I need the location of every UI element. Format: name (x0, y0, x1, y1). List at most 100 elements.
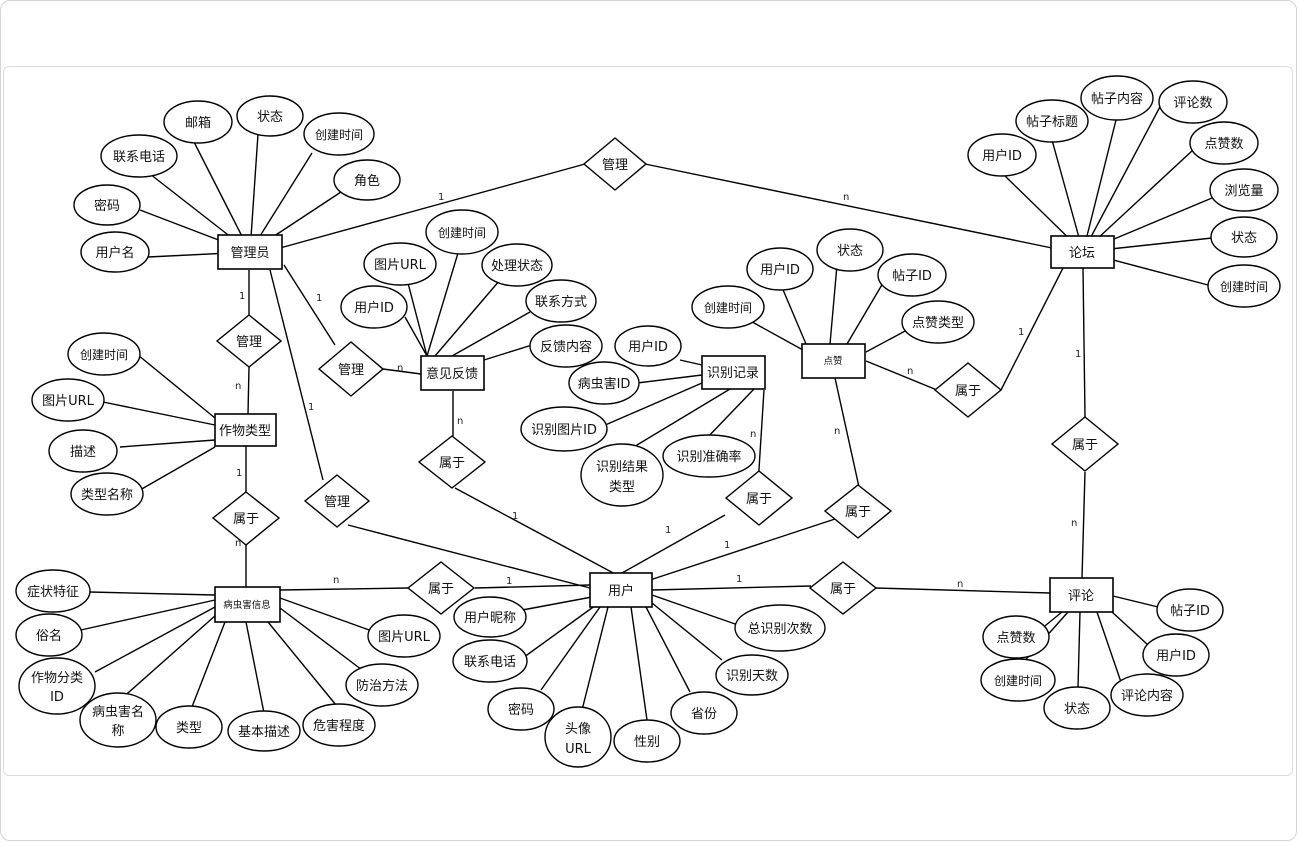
card-admin-feedback: 1 (316, 293, 322, 304)
attr-feedback-content: 反馈内容 (529, 324, 603, 368)
attr-pest-crop-class-id: 作物分类 ID (18, 657, 96, 715)
entity-feedback: 意见反馈 (420, 355, 485, 391)
attr-user-days: 识别天数 (715, 654, 789, 696)
attr-comment-content: 评论内容 (1110, 673, 1184, 717)
entity-pest-info: 病虫害信息 (214, 586, 281, 623)
svg-text:评论内容: 评论内容 (1121, 688, 1173, 704)
card-pest-crop: n (235, 538, 241, 549)
svg-text:识别图片ID: 识别图片ID (531, 423, 597, 438)
entity-forum: 论坛 (1050, 235, 1115, 269)
attr-forum-views: 浏览量 (1209, 168, 1279, 212)
svg-text:作物分类: 作物分类 (31, 671, 83, 686)
attr-admin-username: 用户名 (80, 231, 150, 273)
attr-feedback-contact: 联系方式 (525, 279, 597, 323)
svg-text:用户ID: 用户ID (1156, 648, 1196, 664)
rel-crop-pest: 属于 (211, 491, 281, 546)
attr-user-avatar-url: 头像 URL (544, 706, 612, 768)
card-crop-admin: n (235, 381, 241, 392)
svg-text:用户名: 用户名 (95, 245, 134, 261)
attr-pest-severity: 危害程度 (302, 703, 376, 747)
svg-text:管理: 管理 (338, 363, 364, 378)
attr-feedback-image-url: 图片URL (363, 242, 437, 286)
entity-admin: 管理员 (217, 234, 283, 270)
svg-text:用户昵称: 用户昵称 (464, 610, 516, 626)
svg-text:点赞: 点赞 (823, 355, 843, 367)
card-forum-admin: n (843, 192, 849, 203)
svg-text:图片URL: 图片URL (374, 258, 427, 273)
attr-comment-status: 状态 (1043, 686, 1111, 730)
svg-text:创建时间: 创建时间 (315, 128, 363, 142)
svg-text:密码: 密码 (94, 198, 120, 214)
svg-text:属于: 属于 (428, 582, 454, 597)
attr-user-phone: 联系电话 (452, 639, 528, 683)
card-admin-crop: 1 (239, 291, 245, 302)
attr-like-post-id: 帖子ID (877, 253, 947, 297)
svg-text:密码: 密码 (508, 702, 534, 718)
card-user-feedback: 1 (512, 511, 518, 522)
rel-forum-comment: 属于 (1050, 416, 1120, 472)
svg-text:描述: 描述 (70, 445, 96, 460)
svg-text:属于: 属于 (955, 384, 981, 399)
attr-crop-created: 创建时间 (67, 332, 141, 376)
svg-text:管理: 管理 (236, 335, 262, 350)
svg-text:用户ID: 用户ID (982, 148, 1022, 164)
card-forum-like: 1 (1018, 327, 1024, 338)
svg-text:类型名称: 类型名称 (81, 487, 133, 503)
attr-admin-email: 邮箱 (163, 100, 233, 144)
attr-user-password: 密码 (487, 687, 555, 731)
svg-text:邮箱: 邮箱 (185, 115, 211, 131)
svg-text:创建时间: 创建时间 (80, 348, 128, 362)
svg-text:危害程度: 危害程度 (313, 718, 365, 734)
svg-text:创建时间: 创建时间 (704, 301, 752, 315)
attr-forum-content: 帖子内容 (1080, 75, 1154, 121)
attr-pest-basic-desc: 基本描述 (227, 710, 301, 752)
attr-forum-comments: 评论数 (1158, 80, 1228, 124)
card-user-pest: 1 (506, 576, 512, 587)
attributes: 邮箱 状态 创建时间 联系电话 角色 密码 用户名 帖子内容 (15, 75, 1281, 768)
card-recognition-user: n (750, 429, 756, 440)
svg-text:联系电话: 联系电话 (464, 655, 516, 670)
attr-like-user-id: 用户ID (746, 247, 814, 291)
svg-text:状态: 状态 (1064, 702, 1090, 717)
svg-text:创建时间: 创建时间 (438, 226, 486, 240)
attr-recog-image-id: 识别图片ID (520, 406, 608, 452)
svg-text:管理: 管理 (602, 158, 628, 173)
entities: 管理员 论坛 意见反馈 作物类型 病虫害信息 用户 识别记录 点赞 (214, 234, 1115, 623)
card-like-forum: n (907, 366, 913, 377)
attr-pest-name: 病虫害名 称 (79, 692, 157, 748)
attr-like-status: 状态 (816, 228, 884, 272)
svg-text:基本描述: 基本描述 (238, 725, 290, 740)
svg-text:状态: 状态 (837, 244, 863, 259)
attr-pest-image-url: 图片URL (367, 614, 441, 658)
svg-text:属于: 属于 (845, 505, 871, 520)
svg-text:属于: 属于 (746, 492, 772, 507)
attr-forum-status: 状态 (1210, 216, 1278, 258)
svg-text:识别准确率: 识别准确率 (676, 449, 741, 465)
attr-user-province: 省份 (670, 691, 738, 735)
svg-text:评论: 评论 (1068, 589, 1094, 604)
attr-user-gender: 性别 (613, 719, 681, 763)
svg-text:用户ID: 用户ID (628, 339, 668, 355)
svg-text:浏览量: 浏览量 (1224, 183, 1263, 199)
rel-pest-user: 属于 (406, 561, 476, 615)
svg-text:评论数: 评论数 (1173, 96, 1212, 111)
attr-user-nickname: 用户昵称 (453, 596, 527, 638)
svg-text:省份: 省份 (691, 707, 717, 722)
card-like-user: n (834, 426, 840, 437)
card-feedback-user: n (457, 416, 463, 427)
rel-admin-feedback: 管理 (317, 341, 385, 397)
svg-text:属于: 属于 (830, 582, 856, 597)
attr-recog-user-id: 用户ID (614, 325, 682, 367)
svg-text:病虫害ID: 病虫害ID (578, 376, 631, 392)
attr-pest-type: 类型 (155, 705, 223, 749)
attr-forum-likes: 点赞数 (1189, 121, 1259, 165)
svg-text:性别: 性别 (634, 735, 660, 750)
svg-text:症状特征: 症状特征 (27, 585, 79, 600)
svg-text:创建时间: 创建时间 (1220, 280, 1268, 294)
svg-text:图片URL: 图片URL (42, 394, 95, 409)
svg-text:ID: ID (50, 690, 64, 705)
card-user-recognition: 1 (665, 525, 671, 536)
cardinality-labels: 1 n 1 n 1 n 1 n 1 1 n n 1 n 1 n 1 n 1 1 … (235, 192, 1081, 590)
attr-like-created: 创建时间 (691, 285, 765, 329)
